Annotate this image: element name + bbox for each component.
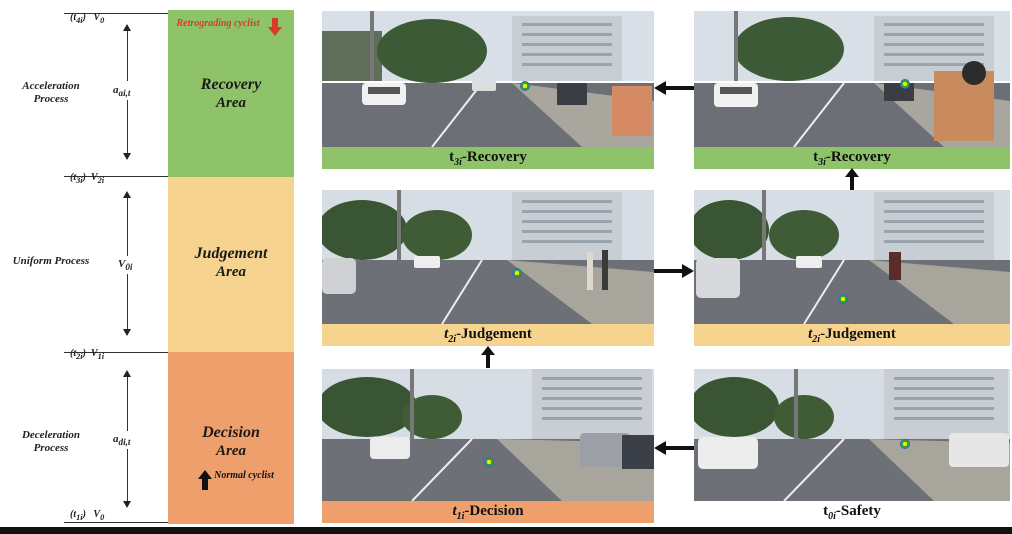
target-marker-icon bbox=[838, 294, 848, 304]
caption-decision: t1i-Decision bbox=[322, 501, 654, 523]
caption-recovery-1: t3i-Recovery bbox=[322, 147, 654, 169]
uniform-speed: V0i bbox=[118, 258, 133, 273]
right-arrow-icon bbox=[654, 264, 694, 278]
decision-area: Decision Area Normal cyclist bbox=[168, 352, 294, 524]
arrow-down-icon bbox=[123, 153, 131, 160]
retrograding-label: Retrograding cyclist bbox=[176, 18, 260, 29]
up-arrow-icon bbox=[481, 346, 495, 368]
judgement-area: Judgement Area bbox=[168, 177, 294, 352]
photo-decision bbox=[322, 369, 654, 501]
target-marker-icon bbox=[900, 79, 910, 89]
photo-recovery-1 bbox=[322, 11, 654, 147]
left-arrow-icon bbox=[654, 81, 694, 95]
process-deceleration: Deceleration Process bbox=[21, 429, 81, 454]
photo-recovery-2 bbox=[694, 11, 1010, 147]
arrow-up-icon bbox=[123, 24, 131, 31]
tick-t2: (t2i) V1i bbox=[70, 348, 105, 361]
photo-safety bbox=[694, 369, 1010, 501]
divider-t3 bbox=[64, 176, 168, 177]
tick-t1: (t1i) V0 bbox=[70, 509, 105, 522]
decision-subtitle: Area bbox=[216, 443, 246, 459]
arrow-down-icon bbox=[123, 501, 131, 508]
caption-safety: t0i-Safety bbox=[694, 501, 1010, 523]
target-marker-icon bbox=[520, 81, 530, 91]
caption-judgement-2: t2i-Judgement bbox=[694, 324, 1010, 346]
tick-t3: (t3i) V2i bbox=[70, 172, 105, 185]
judgement-title: Judgement bbox=[194, 245, 268, 262]
recovery-title: Recovery bbox=[200, 76, 262, 93]
up-arrow-icon bbox=[198, 470, 212, 490]
recovery-area: Retrograding cyclist Recovery Area bbox=[168, 10, 294, 177]
arrow-down-icon bbox=[123, 329, 131, 336]
dec-rate: adi,t bbox=[113, 433, 131, 448]
bottom-border bbox=[0, 527, 1012, 534]
normal-cyclist-label: Normal cyclist bbox=[214, 470, 274, 481]
down-arrow-icon bbox=[268, 18, 282, 36]
judgement-subtitle: Area bbox=[216, 264, 246, 280]
divider-t1 bbox=[64, 522, 168, 523]
acc-rate: aai,t bbox=[113, 84, 131, 99]
photo-judgement-1 bbox=[322, 190, 654, 324]
target-marker-icon bbox=[484, 457, 494, 467]
decision-title: Decision bbox=[202, 424, 260, 441]
left-arrow-icon bbox=[654, 441, 694, 455]
target-marker-icon bbox=[900, 439, 910, 449]
up-arrow-icon bbox=[845, 168, 859, 190]
divider-t2 bbox=[64, 352, 168, 353]
target-marker-icon bbox=[512, 268, 522, 278]
photo-judgement-2 bbox=[694, 190, 1010, 324]
divider-t4 bbox=[64, 13, 168, 14]
tick-t4: (t4i) V0 bbox=[70, 12, 105, 25]
process-uniform: Uniform Process bbox=[12, 255, 90, 267]
arrow-up-icon bbox=[123, 370, 131, 377]
caption-judgement-1: t2i-Judgement bbox=[322, 324, 654, 346]
recovery-subtitle: Area bbox=[216, 95, 246, 111]
caption-recovery-2: t3i-Recovery bbox=[694, 147, 1010, 169]
process-acceleration: Acceleration Process bbox=[22, 80, 80, 105]
arrow-up-icon bbox=[123, 191, 131, 198]
